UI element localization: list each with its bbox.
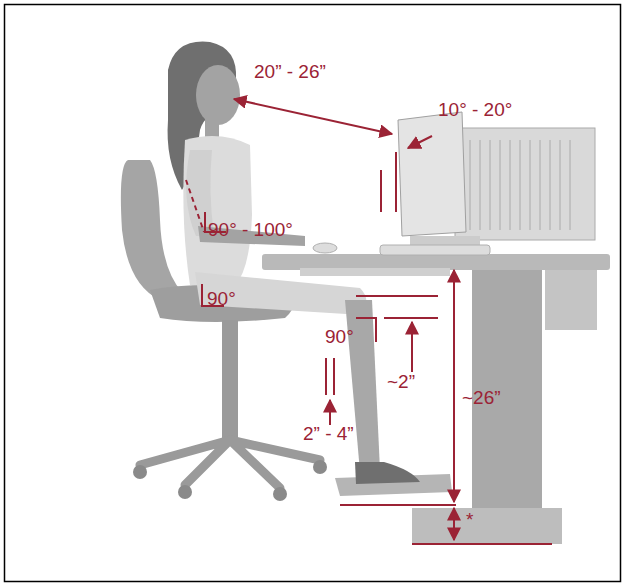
dimension-label: ~26”: [462, 388, 501, 407]
tilt-reference-line: [395, 152, 397, 212]
dimension-label: 90° - 100°: [208, 220, 293, 239]
desk-base: [412, 508, 562, 544]
vent-line: [480, 140, 481, 230]
desk-top: [262, 254, 610, 270]
tilt-reference-line: [380, 170, 382, 212]
knee-angle-bracket: [356, 318, 376, 342]
dimension-label: 2” - 4”: [303, 424, 354, 443]
dimension-label: 90°: [207, 289, 236, 308]
vent-line: [560, 140, 561, 230]
frame-border: [5, 5, 621, 582]
dimension-label: 90°: [325, 327, 354, 346]
vent-line: [470, 140, 471, 230]
seat-clearance-line: [325, 358, 327, 395]
chair-wheel: [133, 465, 147, 479]
monitor-screen: [398, 112, 466, 236]
elbow-angle-line: [186, 180, 204, 232]
dimension-label: 10° - 20°: [438, 100, 512, 119]
floor-line: [412, 543, 552, 545]
chair-wheel: [273, 487, 287, 501]
desk-clearance-line: [356, 295, 438, 297]
shoe: [355, 462, 420, 484]
vent-line: [570, 140, 571, 230]
thigh: [195, 272, 367, 315]
desk-side: [545, 270, 597, 330]
keyboard: [380, 245, 490, 255]
seat-clearance-line: [333, 358, 335, 395]
vent-line: [490, 140, 491, 230]
tilt-arrow: [408, 136, 432, 148]
monitor-vents: [470, 140, 570, 230]
blouse: [183, 136, 252, 285]
footrest-height-arrow: [453, 508, 455, 540]
footrest-level-line: [340, 504, 456, 506]
thigh-clearance-arrow: [411, 322, 413, 372]
mouse: [313, 243, 337, 253]
desk-height-arrow: [453, 270, 455, 502]
chair-back: [121, 160, 182, 300]
dimension-label: 20” - 26”: [254, 62, 326, 81]
keyboard-tray: [300, 268, 450, 276]
dimension-label: ~2”: [387, 372, 415, 391]
vent-line: [550, 140, 551, 230]
vent-line: [510, 140, 511, 230]
dimension-label: *: [466, 510, 473, 529]
seat-clearance-arrow: [329, 400, 331, 425]
shin: [345, 300, 380, 472]
chair-wheel: [178, 485, 192, 499]
chair-stem: [222, 320, 238, 440]
vent-line: [540, 140, 541, 230]
viewing-distance-arrow: [234, 99, 392, 134]
chair-base: [140, 440, 320, 488]
dimension-graphics: [186, 99, 552, 544]
vent-line: [500, 140, 501, 230]
head: [196, 65, 240, 125]
chair-wheel: [313, 460, 327, 474]
vent-line: [520, 140, 521, 230]
vent-line: [530, 140, 531, 230]
monitor-body: [455, 128, 595, 240]
desk-clearance-line: [384, 317, 438, 319]
